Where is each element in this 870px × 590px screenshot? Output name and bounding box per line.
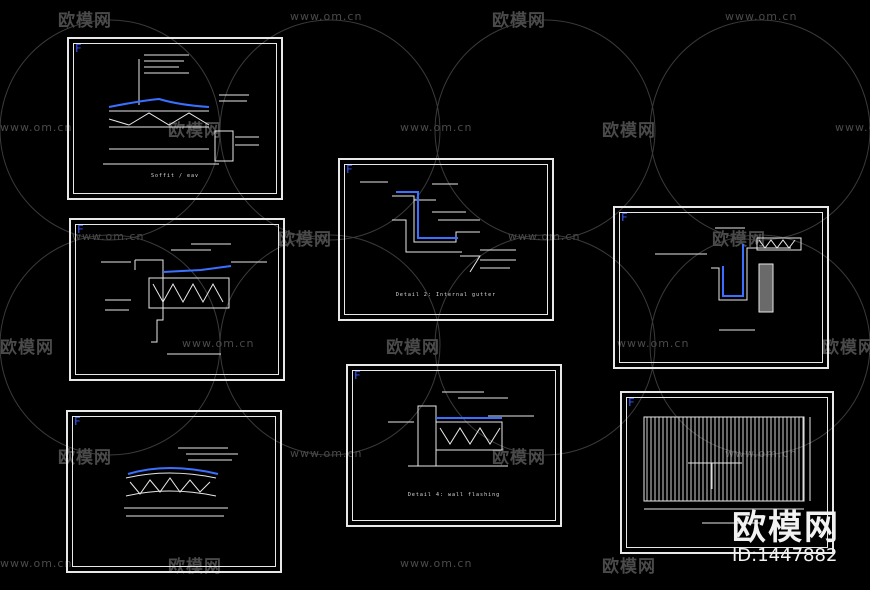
sheet-tag: F [621,211,628,224]
sheet-tag: F [75,42,82,55]
parapet-detail-drawing [655,227,802,331]
drawing-sheet-1[interactable]: F Soffit / eav [67,37,283,200]
drawing-sheet-2[interactable]: F [69,218,285,381]
ridge-detail-drawing [124,447,238,517]
roof-plan-drawing [643,416,811,524]
sheet-tag: F [77,223,84,236]
brand-name: 欧模网 [732,508,840,548]
sheet-tag: F [354,369,361,382]
drawing-sheet-7[interactable]: F [620,391,834,554]
drawing-sheet-4[interactable]: F Detail 2: Internal gutter [338,158,554,321]
eaves-detail-drawing [101,243,267,355]
sheet-caption: Soffit / eav [150,173,200,179]
internal-gutter-drawing [360,181,516,273]
sheet-tag: F [628,396,635,409]
sheet-caption: Detail 4: wall flashing [407,492,501,498]
drawing-sheet-3[interactable]: F [66,410,282,573]
brand-badge: 欧模网 ID:1447882 [732,500,840,566]
drawing-sheet-5[interactable]: F Detail 4: wall flashing [346,364,562,527]
model-id: ID:1447882 [732,545,838,566]
sheet-caption: Detail 2: Internal gutter [395,292,497,298]
sheet-tag: F [346,163,353,176]
drawing-sheet-6[interactable]: F [613,206,829,369]
wall-flashing-drawing [388,391,534,467]
sheet-tag: F [74,415,81,428]
roof-section-drawing [103,54,259,165]
